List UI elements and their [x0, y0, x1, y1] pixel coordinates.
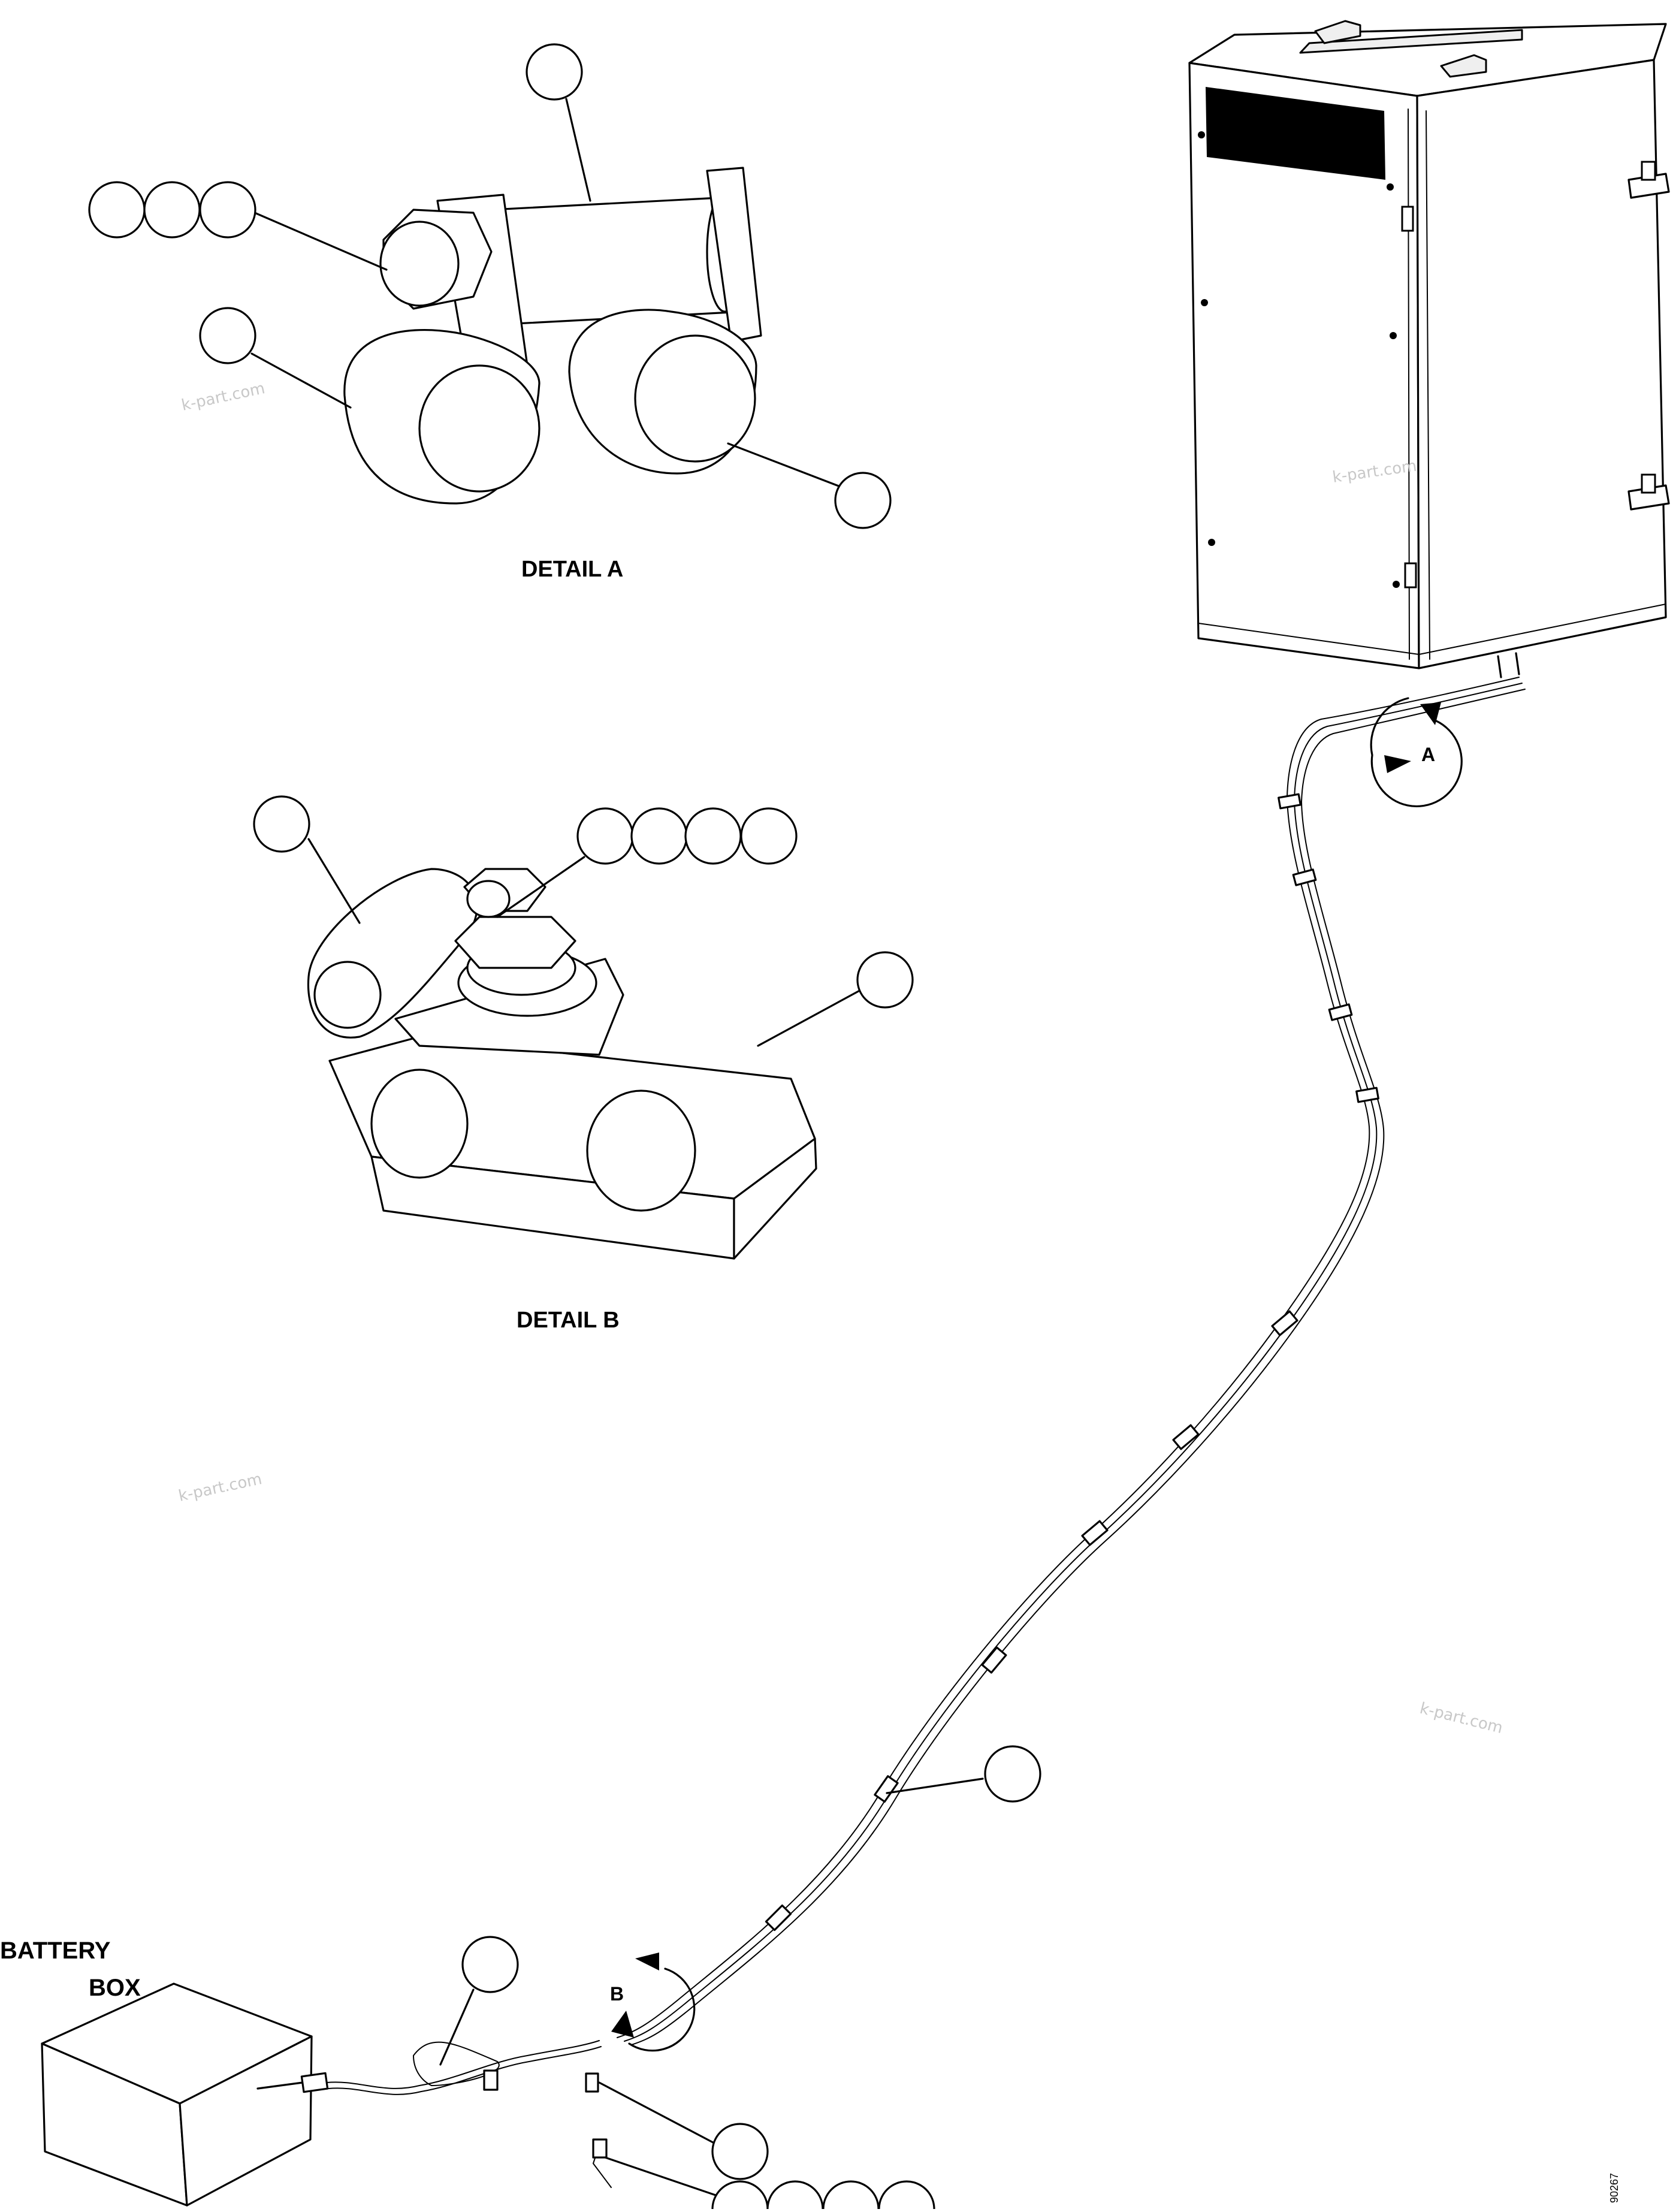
main-callouts [439, 1745, 1041, 2212]
detail-b-title: DETAIL B [517, 1308, 620, 1333]
battery-box: BATTERY BOX [0, 1938, 612, 2207]
callout-terminal [711, 2180, 935, 2212]
drawing-number: 90267 [1608, 2173, 1620, 2203]
label-plate [1206, 87, 1385, 180]
box-label: BOX [89, 1975, 141, 2001]
view-b-label: B [610, 1983, 624, 2005]
electrical-cabinet [1188, 20, 1670, 678]
view-a-label: A [1421, 744, 1435, 765]
detail-b: DETAIL B [253, 795, 914, 1333]
callout-detail-b-bolt [576, 807, 798, 865]
callout-loop [461, 1936, 519, 1993]
callout-detail-b-clamp-top [253, 795, 310, 853]
cable-harness: A B [610, 677, 1526, 2052]
view-b-indicator: B [610, 1953, 696, 2052]
watermark-1: k-part.com [180, 379, 267, 415]
callout-cable [984, 1745, 1041, 1803]
callout-detail-a-bolt [88, 181, 256, 239]
watermark-3: k-part.com [177, 1470, 264, 1505]
view-a-indicator: A [1370, 697, 1463, 808]
callout-detail-a-clamp-right [834, 472, 892, 529]
callout-detail-a-rod [526, 43, 583, 101]
battery-label: BATTERY [0, 1938, 111, 1964]
detail-a: DETAIL A [88, 43, 892, 582]
cable-ties [765, 793, 1379, 1932]
callout-bracket [711, 2123, 769, 2180]
detail-a-title: DETAIL A [521, 557, 623, 582]
callout-detail-a-clamp-left [199, 307, 256, 364]
callout-detail-b-clamp-block [856, 951, 914, 1009]
watermark-4: k-part.com [1418, 1700, 1505, 1737]
